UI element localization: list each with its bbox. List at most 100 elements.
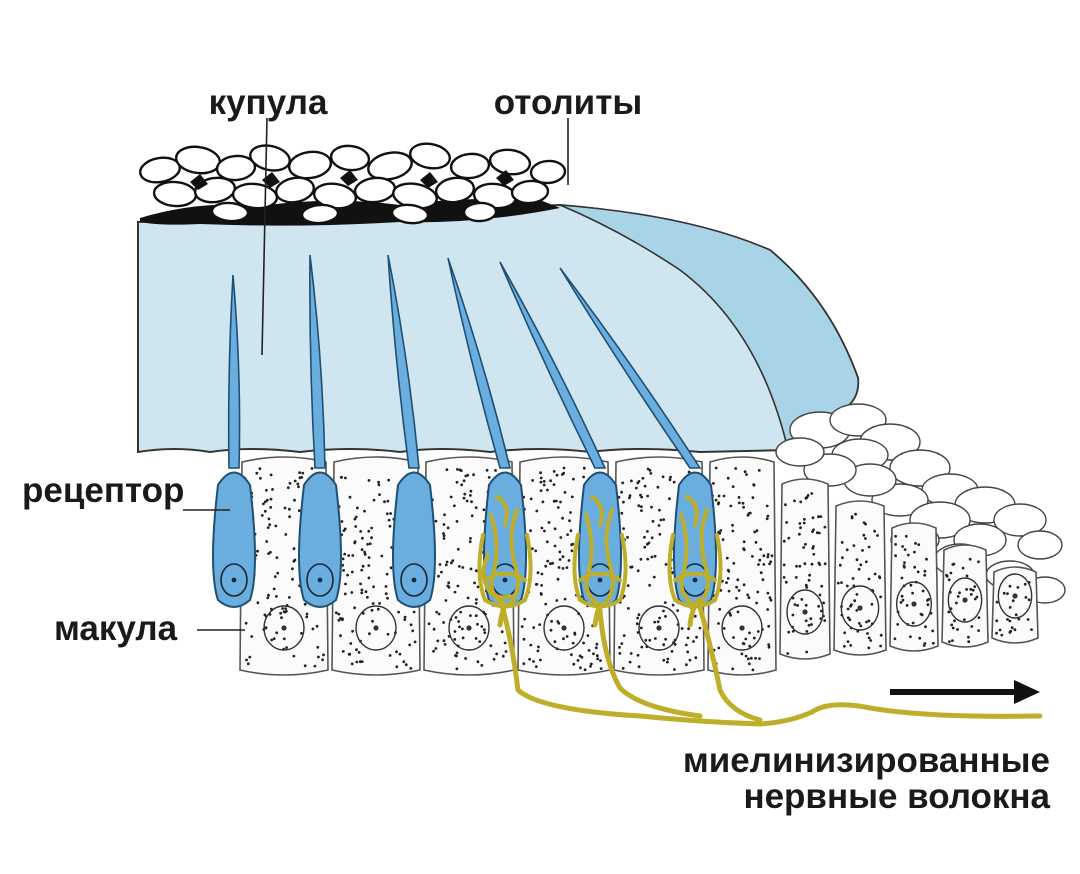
macula-dot xyxy=(543,529,546,533)
macula-dot xyxy=(529,497,533,501)
macula-dot xyxy=(343,552,347,556)
macula-dot xyxy=(650,555,654,559)
macula-dot xyxy=(442,621,445,624)
macula-dot xyxy=(462,479,466,483)
macula-dot xyxy=(364,590,368,594)
nerve-terminal xyxy=(497,602,508,628)
macula-dot xyxy=(562,471,566,475)
macula-dot xyxy=(582,475,585,479)
macula-dot xyxy=(482,628,486,631)
macula-dot xyxy=(255,471,259,475)
macula-dot xyxy=(283,506,287,510)
receptor-nucleolus xyxy=(692,577,698,583)
receptor-nucleus xyxy=(220,563,248,597)
macula-dot xyxy=(796,604,799,607)
macula-dot xyxy=(470,500,473,504)
macula-dot xyxy=(444,563,448,567)
macula-dot xyxy=(596,657,600,661)
macula-dot xyxy=(803,562,807,566)
macula-dot xyxy=(293,498,296,502)
macula-dot xyxy=(360,568,364,572)
macula-dot xyxy=(367,576,371,580)
macula-dot xyxy=(640,505,643,508)
macula-dot xyxy=(531,547,534,551)
macula-dot xyxy=(343,592,347,596)
macula-dot xyxy=(650,536,654,540)
macula-dot xyxy=(804,603,808,607)
macula-dot xyxy=(618,652,622,655)
macula-dot xyxy=(669,475,672,479)
otolith xyxy=(510,179,550,205)
macula-dot xyxy=(661,475,665,479)
macula-dot xyxy=(494,469,497,472)
macula-dot xyxy=(269,497,273,501)
macula-dot xyxy=(322,653,325,657)
otolith-shadow xyxy=(190,174,208,190)
macula-dot xyxy=(368,632,371,636)
macula-dot xyxy=(545,540,549,544)
macula-dot xyxy=(742,548,746,552)
macula-dot xyxy=(551,561,554,565)
label-macula: макула xyxy=(54,609,178,648)
macula-dot xyxy=(350,591,354,594)
macula-dot xyxy=(758,657,761,660)
macula-dot xyxy=(694,656,698,660)
macula-dot xyxy=(470,514,474,518)
macula-dot xyxy=(411,629,415,633)
macula-dot xyxy=(567,559,571,562)
macula-dot xyxy=(751,496,755,499)
macula-dot xyxy=(759,571,763,575)
otolith xyxy=(210,201,250,223)
macula-dot xyxy=(443,643,447,646)
macula-dot xyxy=(840,581,843,584)
nerve-fibers xyxy=(477,495,1043,727)
cell-nucleolus xyxy=(281,625,287,631)
macula-dot xyxy=(288,515,291,519)
macula-dot xyxy=(565,635,569,638)
macula-dot xyxy=(820,609,823,613)
receptor-nucleolus xyxy=(231,577,237,583)
macula-dot xyxy=(458,565,461,568)
macula-dot xyxy=(648,583,651,587)
macula-dot xyxy=(893,637,897,641)
macula-dot xyxy=(911,591,914,595)
macula-dot xyxy=(630,479,633,483)
macula-dot xyxy=(427,622,431,626)
macula-dot xyxy=(755,529,759,533)
macula-dot xyxy=(451,559,455,563)
macula-dot xyxy=(769,560,773,564)
macula-dot xyxy=(956,628,959,631)
macula-dot xyxy=(370,536,373,540)
macula-dot xyxy=(622,500,625,504)
macula-dot xyxy=(269,550,272,554)
macula-dot xyxy=(469,614,472,617)
macula-dot xyxy=(412,610,416,614)
macula-dot xyxy=(947,578,951,582)
macula-dot xyxy=(348,495,352,499)
macula-dot xyxy=(746,657,750,661)
macula-dot xyxy=(628,660,632,664)
macula-dot xyxy=(757,469,761,472)
macula-dot xyxy=(378,493,381,496)
receptor-hair xyxy=(387,254,420,469)
macula-dot xyxy=(402,660,406,664)
macula-dot xyxy=(823,562,827,566)
macula-dot xyxy=(461,566,465,569)
macula-dot xyxy=(951,639,954,642)
macula-dot xyxy=(857,622,861,625)
macula-dot xyxy=(353,540,357,544)
macula-dot xyxy=(359,530,363,533)
macula-dot xyxy=(256,601,260,605)
macula-dot xyxy=(372,585,375,589)
macula-dot xyxy=(1008,606,1012,609)
macula-dot xyxy=(553,544,557,548)
macula-dot xyxy=(376,607,380,611)
macula-dot xyxy=(273,575,277,578)
macula-dot xyxy=(489,644,493,648)
macula-dot xyxy=(931,641,935,645)
macula-dot xyxy=(870,602,874,606)
macula-dot xyxy=(784,580,788,584)
receptor-nucleolus xyxy=(317,577,323,583)
receptor-body xyxy=(298,471,342,608)
macula-dot xyxy=(673,643,677,646)
